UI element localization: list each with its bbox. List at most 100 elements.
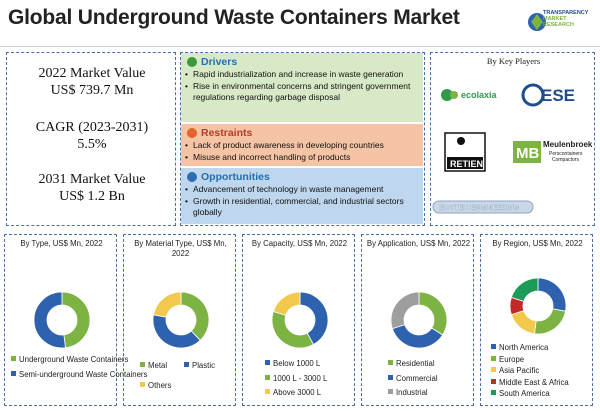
restraints-heading: Restraints <box>201 126 253 139</box>
legend-item: Residential <box>388 359 438 369</box>
legend-item: Plastic <box>184 361 215 371</box>
legend-item: Above 3000 L <box>265 388 327 398</box>
legend-swatch <box>11 370 16 376</box>
segment-title: By Type, US$ Mn, 2022 <box>20 239 103 248</box>
donut-slice <box>33 291 66 349</box>
legend-item: Below 1000 L <box>265 359 327 369</box>
segment-panel-material: By Material Type, US$ Mn, 2022 Metal Plas… <box>123 234 236 406</box>
legend-swatch <box>491 378 496 384</box>
drivers-section: Drivers Rapid industrialization and incr… <box>181 53 423 122</box>
legend-item: South America <box>491 389 569 399</box>
meulenbroek-text: Meulenbroek <box>543 140 593 149</box>
ecolaxia-text: ecolaxia <box>461 90 498 100</box>
opportunities-item: Growth in residential, commercial, and i… <box>185 196 419 218</box>
cagr: CAGR (2023-2031) 5.5% <box>7 119 177 153</box>
legend-label: Asia Pacific <box>499 366 540 375</box>
legend-swatch <box>140 362 145 367</box>
brand-line2: MARKET RESEARCH <box>543 16 574 29</box>
capacity-legend: Below 1000 L 1000 L - 3000 L Above 3000 … <box>265 359 327 398</box>
segment-panel-type: By Type, US$ Mn, 2022 Underground Waste … <box>4 234 147 406</box>
value-2022-label: 2022 Market Value <box>38 66 146 81</box>
legend-swatch <box>265 374 270 380</box>
segment-panel-application: By Application, US$ Mn, 2022 Residential… <box>361 234 474 406</box>
restraints-icon <box>187 127 197 138</box>
ese-logo: ESE <box>521 83 575 107</box>
cagr-value: 5.5% <box>77 137 107 152</box>
legend-item: Metal <box>140 361 184 371</box>
key-players-title: By Key Players <box>486 56 541 66</box>
cagr-label: CAGR (2023-2031) <box>35 120 149 135</box>
segment-panel-capacity: By Capacity, US$ Mn, 2022 Below 1000 L 1… <box>242 234 355 406</box>
donut-slice <box>180 291 210 341</box>
legend-swatch <box>491 344 496 349</box>
restraints-section: Restraints Lack of product awareness in … <box>181 124 423 166</box>
donut-slice <box>537 277 567 312</box>
ese-text: ESE <box>541 86 575 105</box>
svg-text:MB: MB <box>516 145 539 162</box>
donut-slice <box>271 310 315 349</box>
donut-slice <box>534 308 566 335</box>
segment-title: By Application, US$ Mn, 2022 <box>366 239 471 248</box>
legend-swatch <box>388 374 393 380</box>
capacity-donut-chart <box>271 291 329 349</box>
application-donut-chart <box>390 291 448 349</box>
opportunities-icon <box>187 171 197 182</box>
value-2022-amount: US$ 739.7 Mn <box>50 83 134 98</box>
retien-logo: RETIEN <box>444 132 486 172</box>
drivers-heading: Drivers <box>201 55 238 68</box>
header-divider <box>0 46 600 47</box>
legend-item: 1000 L - 3000 L <box>265 374 327 384</box>
legend-label: Above 3000 L <box>273 388 322 397</box>
material-donut-chart <box>152 291 210 349</box>
segment-title: By Material Type, US$ Mn, 2022 <box>134 239 227 258</box>
key-player-logos: ecolaxia ESE RETIEN MB Meulenbroek Persc… <box>432 83 593 214</box>
legend-swatch <box>265 360 270 365</box>
legend-label: Europe <box>499 354 525 364</box>
brand-logo-icon <box>528 13 546 31</box>
legend-swatch <box>388 389 393 394</box>
ecotec-logo: ECOTEC ENGINEERING <box>432 200 534 214</box>
segment-title: By Capacity, US$ Mn, 2022 <box>251 239 348 248</box>
legend-item: Europe <box>491 355 569 365</box>
segment-panel-region: By Region, US$ Mn, 2022 North America Eu… <box>480 234 593 406</box>
donut-slice <box>272 291 301 316</box>
market-value-panel: 2022 Market Value US$ 739.7 Mn CAGR (202… <box>6 52 176 226</box>
legend-label: Residential <box>396 359 435 368</box>
legend-swatch <box>388 360 393 365</box>
legend-item: Others <box>140 381 235 391</box>
legend-item: North America <box>491 343 569 353</box>
ecotec-text: ECOTEC ENGINEERING <box>439 205 520 212</box>
legend-item: Commercial <box>388 374 438 384</box>
key-players-panel: By Key Players ecolaxia ESE RETIEN MB Me… <box>430 52 595 226</box>
compactors-text: Compactors <box>552 157 579 163</box>
opportunities-heading: Opportunities <box>201 170 270 183</box>
legend-label: Others <box>148 380 172 390</box>
legend-label: Commercial <box>396 373 438 383</box>
ecolaxia-logo: ecolaxia <box>441 89 498 101</box>
donut-slice <box>153 291 182 318</box>
legend-label: Below 1000 L <box>273 359 321 368</box>
region-legend: North America Europe Asia Pacific Middle… <box>491 343 569 399</box>
legend-swatch <box>491 355 496 361</box>
type-donut-chart <box>33 291 91 349</box>
brand-line1: TRANSPARENCY <box>543 10 589 16</box>
legend-label: Plastic <box>192 361 215 370</box>
legend-label: South America <box>499 389 550 398</box>
restraints-item: Misuse and incorrect handling of product… <box>185 152 419 163</box>
drivers-item: Rapid industrialization and increase in … <box>185 69 419 80</box>
legend-swatch <box>140 381 145 387</box>
legend-swatch <box>11 356 16 361</box>
legend-item: Asia Pacific <box>491 366 569 376</box>
brand-logo: TRANSPARENCY MARKET RESEARCH <box>525 2 597 46</box>
legend-swatch <box>265 389 270 394</box>
opportunities-section: Opportunities Advancement of technology … <box>181 168 423 224</box>
value-2031-amount: US$ 1.2 Bn <box>59 189 125 204</box>
donut-slice <box>390 291 420 330</box>
perscontainers-text: Perscontainers <box>549 151 583 157</box>
legend-label: Middle East & Africa <box>499 377 569 387</box>
legend-item: Semi-underground Waste Containers <box>11 370 147 380</box>
legend-item: Underground Waste Containers <box>11 355 147 365</box>
drivers-icon <box>187 56 197 67</box>
type-legend: Underground Waste Containers Semi-underg… <box>11 355 147 379</box>
restraints-item: Lack of product awareness in developing … <box>185 140 419 151</box>
